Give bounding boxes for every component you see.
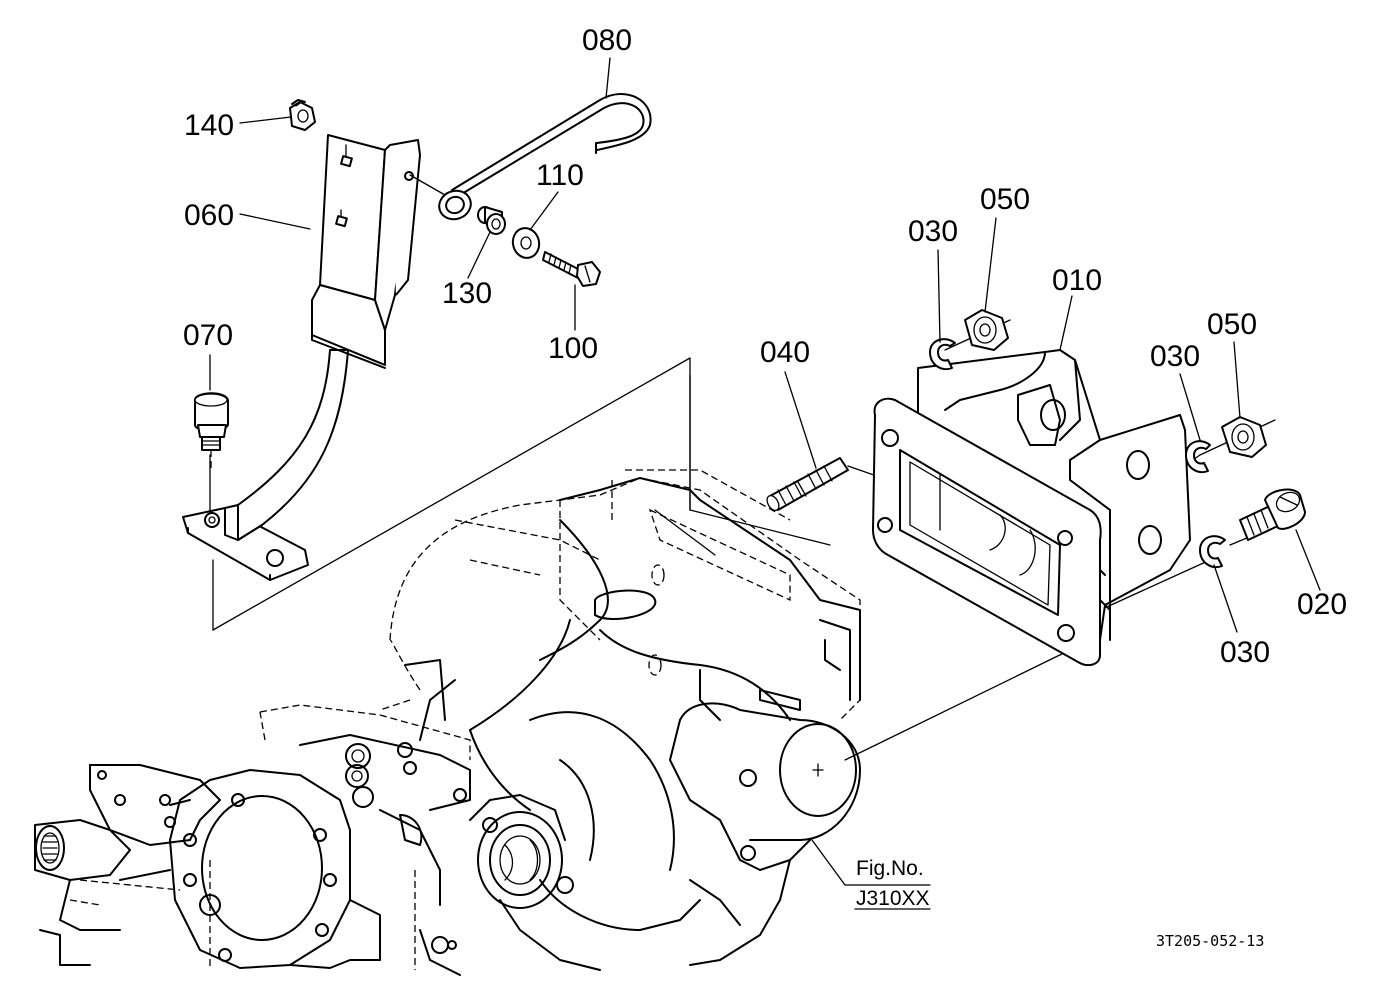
callout-080: 080 <box>582 24 632 57</box>
nut-050-right <box>1221 416 1267 458</box>
callout-020: 020 <box>1297 588 1347 621</box>
stud-040 <box>766 457 849 512</box>
callout-050-top: 050 <box>980 183 1030 216</box>
bolt-100 <box>542 251 601 287</box>
bolt-020 <box>1239 488 1306 541</box>
callout-070: 070 <box>183 319 233 352</box>
lock-washer-030-right <box>1185 440 1211 474</box>
callout-060: 060 <box>184 199 234 232</box>
callout-040: 040 <box>760 336 810 369</box>
callout-110: 110 <box>536 159 584 192</box>
callout-010: 010 <box>1052 264 1102 297</box>
nut-140 <box>289 99 316 131</box>
cover-010 <box>872 349 1191 667</box>
transmission-housing <box>34 469 931 976</box>
washer-110 <box>511 227 541 259</box>
fig-reference-label: Fig.No. <box>856 857 924 880</box>
bracket-060 <box>182 134 421 581</box>
callout-100: 100 <box>548 332 598 365</box>
collar-130 <box>477 206 506 235</box>
spring-wire-080 <box>409 93 652 221</box>
fig-reference-number: J310XX <box>856 887 930 910</box>
callout-030-bottom: 030 <box>1220 636 1270 669</box>
callout-130: 130 <box>442 277 492 310</box>
nut-050-top <box>964 309 1009 351</box>
lock-washer-030-bottom <box>1199 535 1226 569</box>
callout-030-top: 030 <box>908 215 958 248</box>
callout-leaders <box>209 57 1321 633</box>
drawing-code: 3T205-052-13 <box>1156 932 1264 950</box>
callout-050-right: 050 <box>1207 308 1257 341</box>
callout-140: 140 <box>184 109 234 142</box>
lock-washer-030-top <box>929 338 956 371</box>
bolt-070 <box>194 392 229 470</box>
callout-030-right: 030 <box>1150 340 1200 373</box>
